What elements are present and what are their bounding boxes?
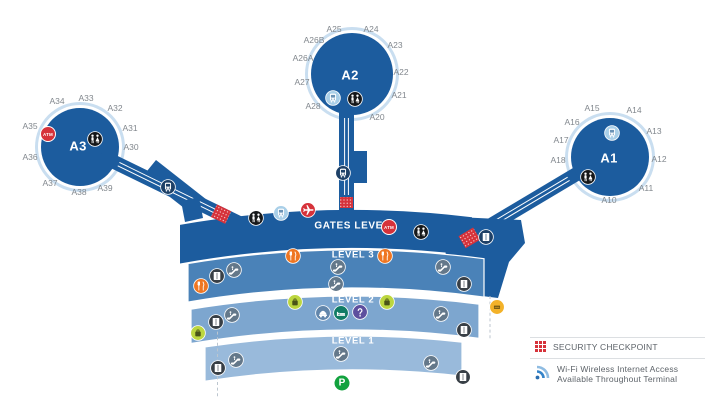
gate-label: A26B: [303, 35, 325, 45]
gate-label: A23: [387, 40, 403, 50]
security-checkpoint-a2: [340, 197, 353, 208]
gate-label: A28: [305, 101, 321, 111]
elevator-icon: [209, 268, 225, 284]
gate-label: A15: [584, 103, 600, 113]
security-checkpoint-a1: [458, 227, 481, 249]
departing-flights-icon: [300, 202, 316, 218]
a2-side-building: [354, 151, 367, 183]
gate-label: A13: [646, 126, 662, 136]
food-icon: [377, 248, 393, 264]
gate-label: A11: [638, 183, 654, 193]
gates-level-left-annex: [181, 197, 203, 222]
gates-level-label: GATES LEVEL: [314, 220, 390, 232]
baggage-claim-icon: [379, 294, 395, 310]
a2-connector-walkway: [339, 100, 354, 212]
atm-icon: ATM: [40, 126, 56, 142]
level1-label: LEVEL 1: [331, 335, 375, 347]
baggage-claim-icon: [190, 325, 206, 341]
ticketing-icon: [489, 299, 505, 315]
gate-label: A38: [71, 187, 87, 197]
restroom-icon: [580, 169, 596, 185]
gate-label: A17: [553, 135, 569, 145]
terminal-train-icon: [160, 179, 176, 195]
gate-label: A22: [393, 67, 409, 77]
escalator-icon: [330, 259, 346, 275]
wifi-label-line2: Available Throughout Terminal: [557, 374, 678, 384]
shuttle-train-icon: [604, 125, 620, 141]
gate-label: A25: [326, 24, 342, 34]
gate-label: A14: [626, 105, 642, 115]
escalator-icon: [333, 346, 349, 362]
information-icon: [352, 304, 368, 320]
concourse-a3-label: A3: [69, 138, 87, 154]
restroom-icon: [347, 91, 363, 107]
gate-label: A34: [49, 96, 65, 106]
level3-label: LEVEL 3: [331, 249, 375, 261]
security-checkpoint-a3: [210, 204, 232, 224]
restroom-icon: [248, 210, 264, 226]
gate-label: A30: [123, 142, 139, 152]
ground-transportation-icon: [315, 305, 331, 321]
baggage-claim-icon: [287, 294, 303, 310]
escalator-icon: [224, 307, 240, 323]
gate-label: A35: [22, 121, 38, 131]
gate-label: A26A: [292, 53, 314, 63]
gate-label: A24: [363, 24, 379, 34]
concourse-a1-label: A1: [600, 150, 618, 166]
atm-icon: ATM: [381, 219, 397, 235]
escalator-icon: [328, 276, 344, 292]
restroom-icon: [87, 131, 103, 147]
shuttle-train-icon: [325, 90, 341, 106]
legend-divider: [530, 358, 705, 359]
escalator-icon: [226, 262, 242, 278]
gate-label: A21: [391, 90, 407, 100]
restroom-icon: [413, 224, 429, 240]
escalator-icon: [228, 352, 244, 368]
elevator-icon: [455, 369, 471, 385]
elevator-icon: [456, 276, 472, 292]
terminal-train-icon: [335, 165, 351, 181]
food-icon: [285, 248, 301, 264]
parking-icon: P: [333, 374, 351, 392]
shuttle-train-icon: [273, 205, 289, 221]
legend-divider: [530, 337, 705, 338]
concourse-a3-circle: [35, 102, 125, 192]
gate-label: A18: [550, 155, 566, 165]
escalator-icon: [433, 306, 449, 322]
gate-label: A39: [97, 183, 113, 193]
wifi-icon: [535, 365, 550, 380]
elevator-icon: [456, 322, 472, 338]
concourse-a2-label: A2: [341, 67, 359, 83]
gate-label: A32: [107, 103, 123, 113]
escalator-icon: [435, 259, 451, 275]
gate-label: A36: [22, 152, 38, 162]
gate-label: A16: [564, 117, 580, 127]
gate-label: A31: [122, 123, 138, 133]
security-checkpoint-icon: [535, 341, 546, 352]
gate-label: A20: [369, 112, 385, 122]
security-checkpoint-label: SECURITY CHECKPOINT: [553, 342, 658, 352]
gate-label: A37: [42, 178, 58, 188]
gate-label: A27: [294, 77, 310, 87]
hotel-shuttle-icon: [333, 305, 349, 321]
level2-label: LEVEL 2: [331, 294, 375, 306]
elevator-icon: [208, 314, 224, 330]
elevator-icon: [478, 229, 494, 245]
food-icon: [193, 278, 209, 294]
elevator-icon: [210, 360, 226, 376]
gate-label: A12: [651, 154, 667, 164]
escalator-icon: [423, 355, 439, 371]
gate-label: A33: [78, 93, 94, 103]
wifi-label-line1: Wi-Fi Wireless Internet Access: [557, 364, 679, 374]
gate-label: A10: [601, 195, 617, 205]
